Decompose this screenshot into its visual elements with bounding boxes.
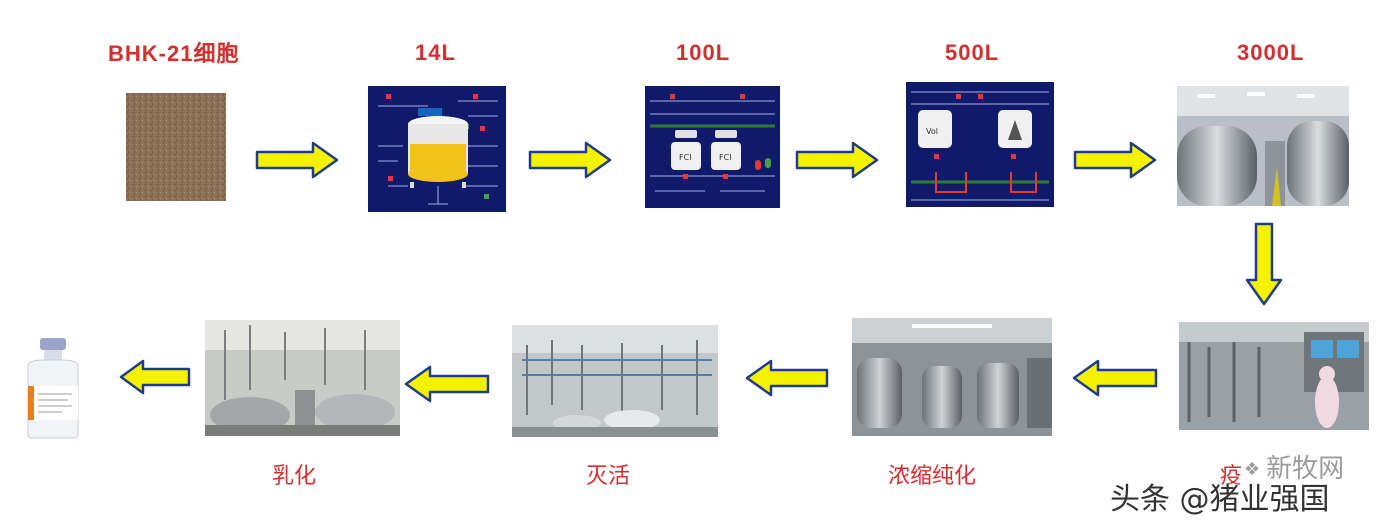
arrow-left-icon — [404, 364, 490, 404]
arrow-left-icon — [1072, 358, 1158, 398]
stage-label-concentration: 浓缩纯化 — [888, 464, 977, 489]
bioreactor-100l-image: FCI FCI — [645, 86, 780, 208]
stage-label-500l: 500L — [945, 40, 1000, 65]
inactivation-room-image — [512, 325, 718, 437]
svg-text:Vol: Vol — [926, 127, 938, 136]
stage-label-3000l: 3000L — [1237, 40, 1305, 65]
bioreactor-14l-image — [368, 86, 506, 212]
stage-label-100l: 100L — [676, 40, 731, 65]
arrow-left-icon — [745, 358, 829, 398]
arrow-right-icon — [1073, 140, 1157, 180]
tank-room-3000l-image — [1177, 86, 1349, 206]
concentration-tanks-image — [852, 318, 1052, 436]
arrow-right-icon — [528, 140, 612, 180]
arrow-down-icon — [1244, 222, 1284, 306]
stage-label-14l: 14L — [415, 40, 456, 65]
watermark-logo-icon: ❖ — [1244, 459, 1261, 480]
arrow-right-icon — [795, 140, 879, 180]
bioreactor-500l-image: Vol — [906, 82, 1054, 207]
svg-text:FCI: FCI — [719, 153, 732, 162]
arrow-right-icon — [255, 140, 339, 180]
stage-label-bhk21: BHK-21细胞 — [108, 41, 240, 66]
stage-label-inactivation: 灭活 — [586, 464, 631, 489]
operator-control-image — [1179, 322, 1369, 430]
emulsification-room-image — [205, 320, 400, 436]
vaccine-vial-image — [18, 336, 88, 440]
stage-label-emulsification: 乳化 — [272, 464, 317, 489]
stage-label-partial: 疫 — [1220, 464, 1243, 489]
svg-text:FCI: FCI — [679, 153, 692, 162]
arrow-left-icon — [119, 358, 191, 396]
watermark-site: ❖新牧网 — [1244, 454, 1345, 484]
cell-culture-image — [126, 93, 226, 201]
watermark-credit: 头条 @猪业强国 — [1110, 482, 1330, 517]
